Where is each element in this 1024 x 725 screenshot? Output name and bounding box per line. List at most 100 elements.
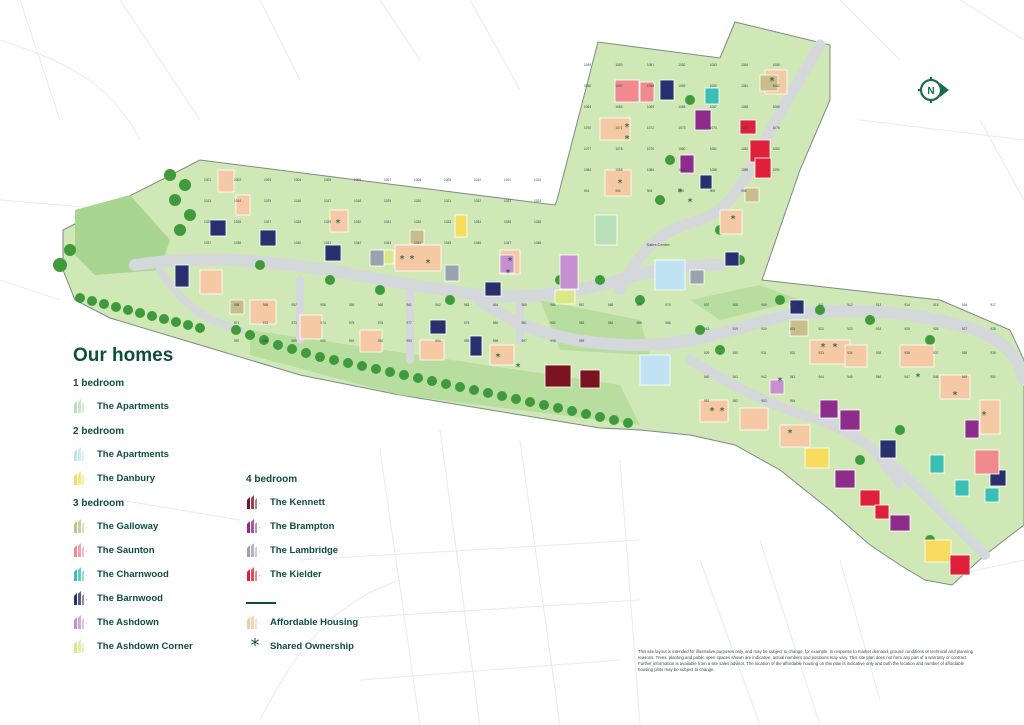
house-icon: ′ <box>246 614 264 630</box>
legend-item-danbury: ′ The Danbury <box>73 470 155 486</box>
plot-number-label: 1046 <box>474 241 481 245</box>
plot-number-label: 1028 <box>294 220 301 224</box>
plot-number-label: 985 <box>637 321 643 325</box>
plot-number-label: 1066 <box>678 105 685 109</box>
svg-text:*: * <box>410 254 415 265</box>
plot-number-label: 1070 <box>584 126 591 130</box>
plot-number-label: 1008 <box>414 178 421 182</box>
plot-number-label: 1033 <box>444 220 451 224</box>
house-icon: ′ <box>73 518 91 534</box>
plot-number-label: 1047 <box>504 241 511 245</box>
legend-title: Our homes <box>73 345 174 366</box>
plot-number-label: 928 <box>990 327 996 331</box>
svg-text:*: * <box>508 256 513 267</box>
plot-number-label: 1015 <box>264 199 271 203</box>
legend-item-ashdown-corner: ′ The Ashdown Corner <box>73 638 193 654</box>
svg-text:*: * <box>953 390 958 401</box>
plot-number-label: 1036 <box>534 220 541 224</box>
house-icon: ′ <box>73 590 91 606</box>
plot-number-label: 923 <box>847 327 853 331</box>
plot-number-label: 962 <box>435 303 441 307</box>
plot-number-label: 952 <box>733 399 739 403</box>
plot-number-label: 1027 <box>264 220 271 224</box>
plot-number-label: 1041 <box>324 241 331 245</box>
svg-text:*: * <box>678 187 683 198</box>
plot-number-label: 989 <box>292 339 298 343</box>
plot-number-label: 955 <box>234 303 240 307</box>
plot-number-label: 1001 <box>204 178 211 182</box>
plot-number-label: 990 <box>320 339 326 343</box>
plot-number-label: 1055 <box>773 63 780 67</box>
plot-number-label: 996 <box>493 339 499 343</box>
svg-text:′: ′ <box>259 623 260 629</box>
plot-number-label: 905 <box>710 189 716 193</box>
plot-number-label: 974 <box>320 321 326 325</box>
plot-number-label: 991 <box>349 339 355 343</box>
plot-number-label: 971 <box>234 321 240 325</box>
plot-number-label: 995 <box>464 339 470 343</box>
plot-number-label: 922 <box>819 327 825 331</box>
plot-number-label: 969 <box>637 303 643 307</box>
plot-number-label: 1083 <box>773 147 780 151</box>
plot-number-label: 1064 <box>615 105 622 109</box>
plot-number-label: 972 <box>263 321 269 325</box>
svg-text:′: ′ <box>86 479 87 485</box>
plot-number-label: 909 <box>761 303 767 307</box>
legend-item-brampton: ′ The Brampton <box>246 518 334 534</box>
house-icon: ′ <box>246 518 264 534</box>
plot-number-label: 1085 <box>615 168 622 172</box>
plot-number-label: 1075 <box>741 126 748 130</box>
plot-number-label: 979 <box>464 321 470 325</box>
svg-text:′: ′ <box>86 455 87 461</box>
plot-number-label: 1088 <box>710 168 717 172</box>
plot-number-label: 915 <box>933 303 939 307</box>
house-icon: ′ <box>246 494 264 510</box>
plot-number-label: 901 <box>584 189 590 193</box>
legend-item-apartments-1-bed: ′ The Apartments <box>73 398 169 414</box>
plot-number-label: 1025 <box>204 220 211 224</box>
plot-number-label: 992 <box>378 339 384 343</box>
svg-text:*: * <box>625 122 630 133</box>
plot-number-label: 999 <box>579 339 585 343</box>
plot-number-label: 934 <box>847 351 853 355</box>
plot-number-label: 937 <box>933 351 939 355</box>
plot-number-label: 1082 <box>741 147 748 151</box>
plot-number-label: 1045 <box>444 241 451 245</box>
plot-number-label: 1059 <box>678 84 685 88</box>
plot-number-label: 1054 <box>741 63 748 67</box>
plot-number-label: 959 <box>349 303 355 307</box>
plot-number-label: 912 <box>847 303 853 307</box>
plot-number-label: 1023 <box>504 199 511 203</box>
house-icon: ′ <box>73 638 91 654</box>
plot-number-label: 949 <box>962 375 968 379</box>
house-icon: ′ <box>246 566 264 582</box>
svg-text:′: ′ <box>86 551 87 557</box>
plot-number-label: 916 <box>962 303 968 307</box>
plot-number-label: 1063 <box>584 105 591 109</box>
plot-number-label: 1009 <box>444 178 451 182</box>
plot-number-label: 1024 <box>534 199 541 203</box>
plot-number-label: 1086 <box>647 168 654 172</box>
plot-number-label: 1049 <box>584 63 591 67</box>
plot-number-label: 927 <box>962 327 968 331</box>
svg-text:′: ′ <box>86 575 87 581</box>
plot-number-label: 970 <box>665 303 671 307</box>
plot-number-label: 902 <box>615 189 621 193</box>
plot-number-label: 1069 <box>773 105 780 109</box>
svg-text:*: * <box>618 178 623 189</box>
legend-item-saunton: ′ The Saunton <box>73 542 155 558</box>
plot-number-label: 1013 <box>204 199 211 203</box>
house-icon: ′ <box>246 542 264 558</box>
plot-number-label: 942 <box>761 375 767 379</box>
plot-number-label: 1080 <box>678 147 685 151</box>
house-icon: ′ <box>73 470 91 486</box>
svg-text:*: * <box>688 197 693 208</box>
svg-text:*: * <box>426 258 431 269</box>
plot-number-label: 950 <box>990 375 996 379</box>
plot-number-label: 1077 <box>584 147 591 151</box>
plot-number-label: 977 <box>407 321 413 325</box>
sales-centre-label: Sales Centre <box>646 242 670 247</box>
plot-number-label: 993 <box>407 339 413 343</box>
svg-text:′: ′ <box>259 503 260 509</box>
house-plots <box>174 69 1007 576</box>
